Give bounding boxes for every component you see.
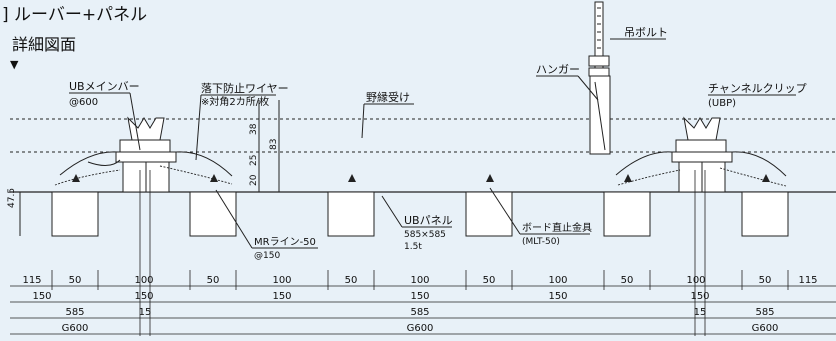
dim-label: 100	[686, 275, 705, 286]
label-mr-line: MRライン-50	[254, 236, 316, 248]
label-mr-line-pitch: @150	[254, 251, 280, 261]
dim-label: 150	[690, 291, 709, 302]
dim-label: G600	[752, 323, 779, 334]
dim-label: 15	[694, 307, 707, 318]
dim-label: 50	[345, 275, 358, 286]
label-board-fitting-code: (MLT-50)	[522, 237, 560, 247]
dim-label: 150	[134, 291, 153, 302]
ub-panels	[51, 191, 789, 237]
dim-label: 585	[410, 307, 429, 318]
dim-label: 100	[548, 275, 567, 286]
label-wire-note: ※対角2カ所/枚	[201, 95, 269, 108]
dim-label: 115	[22, 275, 41, 286]
panel-2	[189, 191, 237, 237]
main-bar-assembly-right	[615, 116, 787, 193]
dim-label: 15	[139, 307, 152, 318]
dim-47-5: 47.5	[7, 188, 17, 208]
label-board-fitting: ボード直止金具	[522, 221, 592, 234]
dim-label: 150	[272, 291, 291, 302]
centerlines	[139, 170, 706, 336]
label-ub-main-bar: UBメインバー	[69, 80, 140, 93]
label-channel-clip-code: (UBP)	[708, 98, 736, 109]
dimension-row-1: 115 50 100 50 100 50 100 50 100 50 100 5…	[22, 275, 817, 286]
dim-label: 585	[65, 307, 84, 318]
label-ub-main-bar-pitch: @600	[69, 97, 98, 108]
dim-label: 100	[272, 275, 291, 286]
dim-label: 50	[207, 275, 220, 286]
dim-label: 150	[410, 291, 429, 302]
drawing-title: ] ルーバー+パネル	[2, 5, 147, 25]
dim-label: 150	[548, 291, 567, 302]
section-marker-icon: ▼	[10, 58, 19, 71]
fall-prevention-wires	[54, 165, 787, 187]
main-bar-assembly-left	[59, 116, 233, 193]
dim-label: 150	[32, 291, 51, 302]
drawing-subtitle: 詳細図面	[12, 35, 76, 54]
dimension-row-2: 150 150 150 150 150 150	[32, 291, 709, 302]
label-ub-panel: UBパネル	[404, 214, 453, 227]
label-hanging-bolt: 吊ボルト	[624, 26, 668, 39]
hanger-slot	[594, 81, 606, 151]
panel-6	[741, 191, 789, 237]
panel-3	[327, 191, 375, 237]
dim-20: 20	[249, 174, 259, 186]
dimension-lines	[10, 270, 836, 335]
dimension-row-3: 585 15 585 15 585	[65, 307, 774, 318]
label-hanger: ハンガー	[536, 63, 580, 76]
dim-label: 100	[410, 275, 429, 286]
dim-label: 585	[755, 307, 774, 318]
dim-label: G600	[62, 323, 89, 334]
dim-label: 100	[134, 275, 153, 286]
dim-25: 25	[249, 155, 259, 166]
dim-83: 83	[269, 139, 279, 150]
dim-label: 50	[621, 275, 634, 286]
dim-label: 115	[798, 275, 817, 286]
label-fall-prevention-wire: 落下防止ワイヤー	[201, 81, 289, 95]
label-channel-clip: チャンネルクリップ	[708, 82, 807, 95]
panel-4	[465, 191, 513, 237]
dim-38: 38	[249, 123, 259, 135]
board-fastener-icons	[72, 174, 770, 182]
panel-1	[51, 191, 99, 237]
label-ub-panel-size: 585×585	[404, 230, 446, 240]
dim-label: 50	[69, 275, 82, 286]
label-ub-panel-thickness: 1.5t	[404, 242, 422, 252]
dim-label: 50	[759, 275, 772, 286]
dim-label: G600	[407, 323, 434, 334]
dim-label: 50	[483, 275, 496, 286]
hanging-bolt	[588, 1, 610, 77]
label-nobuchi-uke: 野縁受け	[366, 90, 410, 104]
dimension-row-4: G600 G600 G600	[62, 323, 779, 334]
panel-5	[603, 191, 651, 237]
